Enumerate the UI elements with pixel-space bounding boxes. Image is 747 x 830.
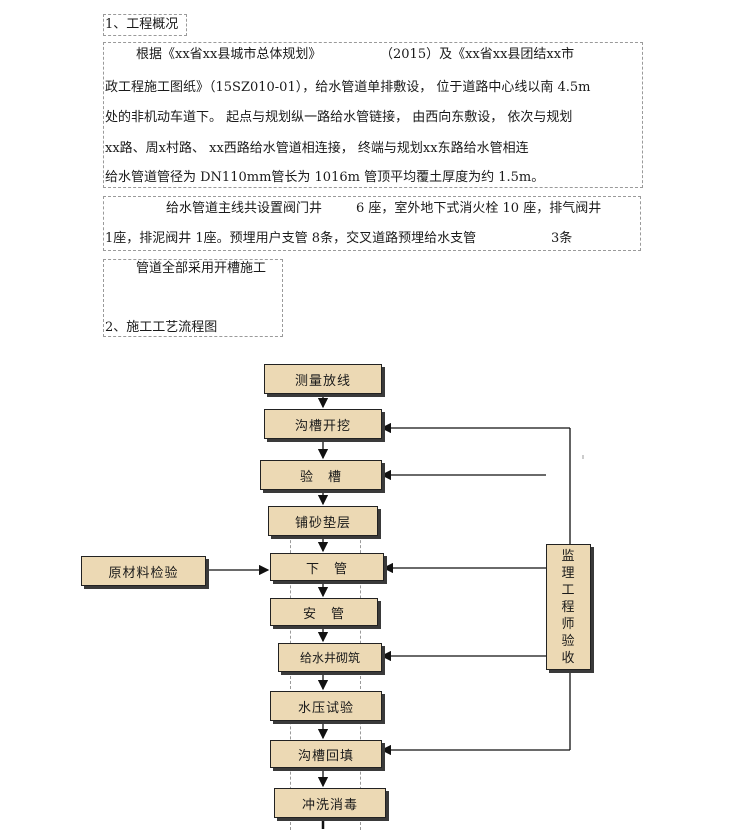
heading-frame	[103, 14, 187, 36]
para2-line2-a: 1座，排泥阀井 1座。预埋用户支管 8条，交叉道路预埋给水支管	[105, 231, 477, 246]
supervisor-char-2: 理	[561, 565, 576, 581]
para3-frame	[103, 259, 283, 337]
supervisor-acceptance-box: 监 理 工 程 师 验 收	[546, 544, 591, 670]
para1-line1-a: 根据《xx省xx县城市总体规划》	[136, 47, 322, 62]
supervisor-char-5: 师	[561, 616, 576, 632]
step-sand-bedding: 铺砂垫层	[268, 506, 378, 536]
para1-line5: 给水管道管径为 DN110mm管长为 1016m 管顶平均覆土厚度为约 1.5m…	[105, 170, 545, 185]
step-pipe-install: 安 管	[270, 598, 378, 626]
step-pipe-lowering: 下 管	[270, 553, 384, 581]
supervisor-char-1: 监	[561, 548, 576, 564]
para1-line1-b: （2015）及《xx省xx县团结xx市	[380, 47, 575, 62]
para2-frame	[103, 196, 641, 251]
step-trench-backfill: 沟槽回填	[270, 740, 382, 768]
section2-heading: 2、施工工艺流程图	[105, 320, 218, 335]
step-well-masonry: 给水井砌筑	[278, 643, 382, 672]
supervisor-char-4: 程	[561, 599, 576, 615]
step-survey-layout: 测量放线	[264, 364, 382, 394]
supervisor-char-7: 收	[561, 650, 576, 666]
para1-line2: 政工程施工图纸》（15SZ010-01），给水管道单排敷设， 位于道路中心线以南…	[105, 80, 591, 95]
step-trench-excavation: 沟槽开挖	[264, 409, 382, 439]
material-inspection-box: 原材料检验	[81, 556, 206, 586]
step-pressure-test: 水压试验	[270, 691, 382, 721]
para1-line3: 处的非机动车道下。 起点与规划纵一路给水管链接， 由西向东敷设， 依次与规划	[105, 110, 573, 125]
section1-heading: 1、工程概况	[105, 17, 179, 32]
step-flush-disinfect: 冲洗消毒	[274, 788, 386, 818]
flow-guide-right	[360, 530, 361, 830]
flow-guide-left	[290, 530, 291, 830]
supervisor-char-3: 工	[561, 582, 576, 598]
para2-line2-b: 3条	[551, 231, 573, 246]
para2-line1-b: 6 座，室外地下式消火栓 10 座，排气阀井	[356, 201, 602, 216]
para1-line4: xx路、周x村路、 xx西路给水管道相连接， 终端与规划xx东路给水管相连	[105, 141, 529, 156]
para1-frame	[103, 42, 643, 188]
para3-line1: 管道全部采用开槽施工	[136, 261, 267, 276]
supervisor-char-6: 验	[561, 633, 576, 649]
step-trench-inspection: 验 槽	[260, 460, 382, 490]
para2-line1-a: 给水管道主线共设置阀门井	[166, 201, 323, 216]
